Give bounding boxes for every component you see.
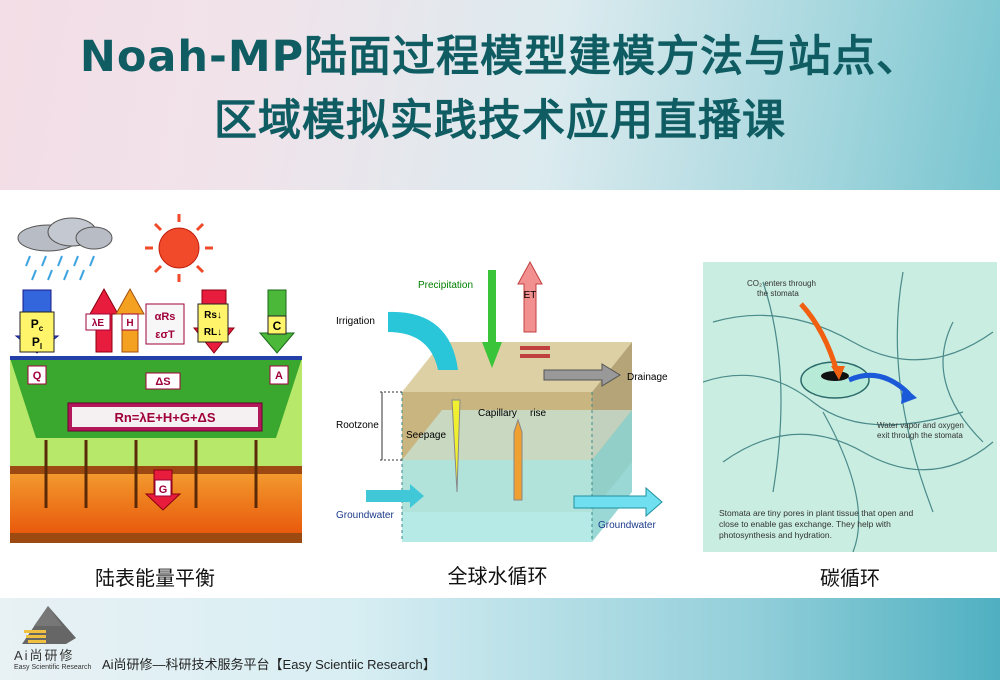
header-banner bbox=[0, 0, 1000, 190]
sun-icon bbox=[145, 214, 213, 282]
vapor-text-2: exit through the stomata bbox=[877, 431, 963, 440]
et-label: ET bbox=[524, 290, 537, 301]
rl-label: RL↓ bbox=[204, 327, 222, 338]
rain-icon bbox=[25, 255, 95, 281]
carbon-cycle-diagram: CO₂ enters through the stomata Water vap… bbox=[703, 262, 997, 552]
drainage-arrow bbox=[543, 363, 621, 387]
energy-equation: Rn=λE+H+G+ΔS bbox=[114, 410, 215, 425]
rootzone-label: Rootzone bbox=[336, 420, 379, 431]
h-label: H bbox=[126, 318, 133, 329]
pc-label: Pc bbox=[31, 317, 44, 333]
precipitation-label: Precipitation bbox=[418, 280, 473, 291]
water-cycle-diagram: ET Precipitation Irrigation Drainage Roo… bbox=[336, 260, 668, 542]
q-label: Q bbox=[33, 370, 42, 382]
ars-label: αRs bbox=[155, 311, 176, 323]
le-label: λE bbox=[92, 318, 105, 329]
platform-text: Ai尚研修—科研技术服务平台【Easy Scientiic Research】 bbox=[102, 657, 436, 672]
groundwater-out-arrow bbox=[573, 486, 663, 518]
rise-label: rise bbox=[530, 408, 547, 419]
logo-subtext: Easy Scientific Research bbox=[14, 664, 92, 671]
co2-arrow bbox=[799, 302, 840, 373]
carbon-desc-1: Stomata are tiny pores in plant tissue t… bbox=[719, 508, 913, 518]
rs-label: Rs↓ bbox=[204, 310, 222, 321]
tree-trunks bbox=[44, 440, 258, 508]
irrigation-arrow bbox=[388, 311, 458, 370]
logo-icon bbox=[22, 606, 76, 644]
groundwater-out-label: Groundwater bbox=[598, 520, 656, 531]
carbon-desc-3: photosynthesis and hydration. bbox=[719, 530, 832, 540]
drainage-label: Drainage bbox=[627, 372, 668, 383]
ds-label: ΔS bbox=[155, 376, 170, 388]
capillary-arrow bbox=[513, 418, 523, 501]
energy-balance-diagram: Pc Pl λE H αRs εσT Rs↓ RL↓ C Q A ΔS Rn=λ… bbox=[10, 214, 302, 543]
co2-text-2: the stomata bbox=[757, 289, 799, 298]
page-title-line2: 区域模拟实践技术应用直播课 bbox=[214, 96, 786, 146]
seepage-arrow bbox=[451, 399, 461, 493]
irrigation-label: Irrigation bbox=[336, 316, 375, 327]
et-arrow bbox=[517, 260, 543, 333]
seepage-label: Seepage bbox=[406, 430, 446, 441]
carbon-caption: 碳循环 bbox=[820, 566, 880, 590]
footer-bar bbox=[0, 598, 1000, 680]
esigt-label: εσT bbox=[155, 329, 175, 341]
energy-caption: 陆表能量平衡 bbox=[95, 566, 215, 590]
page-title-line1: Noah-MP陆面过程模型建模方法与站点、 bbox=[79, 32, 921, 82]
g-label: G bbox=[159, 484, 168, 496]
groundwater-in-label: Groundwater bbox=[336, 510, 394, 521]
vapor-text-1: Water vapor and oxygen bbox=[877, 421, 964, 430]
carbon-desc-2: close to enable gas exchange. They help … bbox=[719, 519, 891, 529]
a-label: A bbox=[275, 370, 283, 382]
c-label: C bbox=[273, 319, 282, 333]
co2-text-1: CO₂ enters through bbox=[747, 279, 816, 288]
pl-label: Pl bbox=[32, 335, 42, 351]
logo-text: Ai尚研修 bbox=[14, 648, 75, 663]
cloud-icon bbox=[17, 217, 113, 252]
capillary-label: Capillary bbox=[478, 408, 517, 419]
water-caption: 全球水循环 bbox=[447, 564, 548, 588]
groundwater-in-arrow bbox=[366, 484, 424, 508]
precipitation-arrow bbox=[482, 270, 502, 368]
